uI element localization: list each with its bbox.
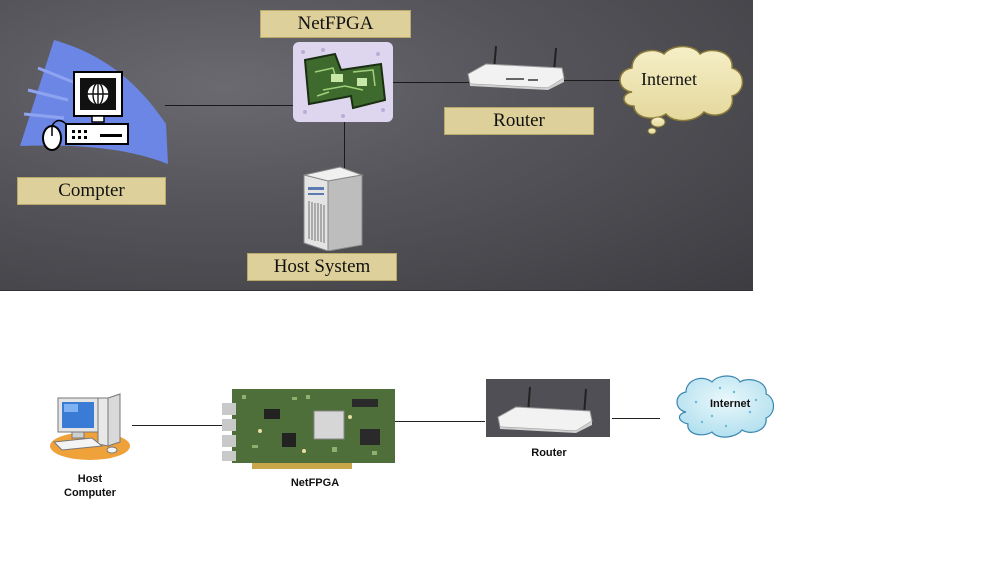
netfpga-chip-icon [293,42,393,122]
internet-label-top: Internet [641,69,697,89]
server-icon-top [300,165,364,252]
link-netfpga-router [393,82,475,83]
host-label-line1: Host [77,473,103,485]
netfpga-label-top: NetFPGA [260,10,411,38]
netfpga-label-bottom: NetFPGA [290,477,340,489]
link-router-internet-bottom [612,418,660,419]
router-icon-bottom [486,379,610,437]
link-router-internet [560,80,620,81]
computer-label-top: Compter [17,177,166,205]
host-computer-label-bottom: Host Computer [50,472,130,500]
internet-cloud-top [612,42,746,136]
netfpga-board-icon-bottom [222,389,395,469]
link-host-netfpga-bottom [132,425,224,426]
host-label-line2: Computer [64,487,116,499]
link-computer-netfpga [165,105,295,106]
router-icon-top [466,42,566,90]
host-computer-icon-bottom [46,388,138,464]
host-system-label-top: Host System [247,253,397,281]
router-label-bottom: Router [531,447,567,459]
link-netfpga-router-bottom [395,421,485,422]
internet-label-bottom: Internet [710,398,751,410]
link-netfpga-host [344,120,345,170]
internet-cloud-bottom [672,372,776,442]
router-label-top: Router [444,107,594,135]
computer-icon-top [18,38,168,168]
